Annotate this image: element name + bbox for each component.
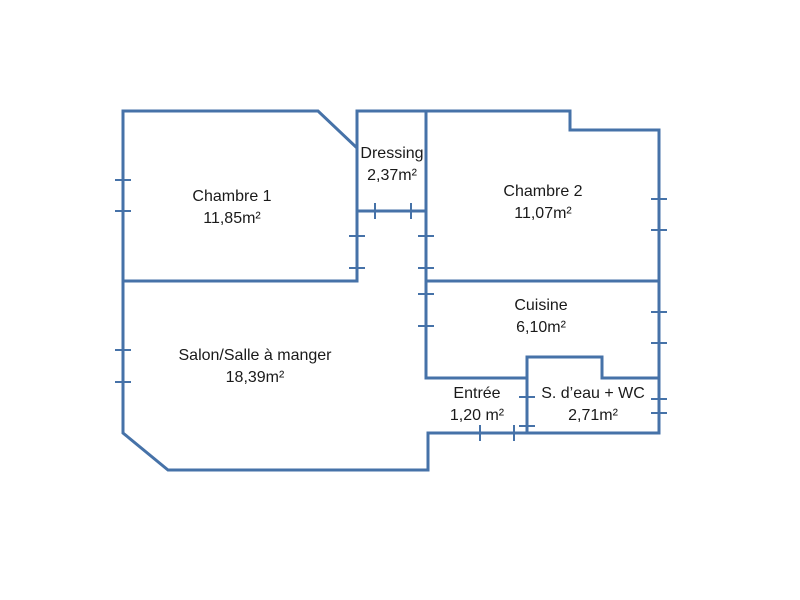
room-label-dressing: Dressing 2,37m² xyxy=(352,143,432,187)
room-name: Chambre 2 xyxy=(503,183,583,200)
room-label-salle-d-eau: S. d’eau + WC 2,71m² xyxy=(530,383,656,427)
room-label-entree: Entrée 1,20 m² xyxy=(437,383,517,427)
room-area: 2,37m² xyxy=(367,167,417,184)
room-name: S. d’eau + WC xyxy=(541,385,645,402)
room-area: 1,20 m² xyxy=(449,407,505,424)
room-label-chambre-1: Chambre 1 11,85m² xyxy=(172,186,292,230)
room-area: 18,39m² xyxy=(225,369,285,386)
room-name: Dressing xyxy=(360,145,424,162)
room-name: Chambre 1 xyxy=(192,188,272,205)
room-label-salon: Salon/Salle à manger 18,39m² xyxy=(155,345,355,389)
room-area: 11,85m² xyxy=(203,210,261,227)
room-name: Salon/Salle à manger xyxy=(178,347,332,364)
room-label-chambre-2: Chambre 2 11,07m² xyxy=(483,181,603,225)
room-name: Cuisine xyxy=(514,297,568,314)
wall-salle-d-eau xyxy=(525,355,661,435)
room-area: 6,10m² xyxy=(516,319,566,336)
room-name: Entrée xyxy=(453,385,501,402)
room-label-cuisine: Cuisine 6,10m² xyxy=(491,295,591,339)
room-area: 11,07m² xyxy=(514,205,572,222)
door-markers xyxy=(115,179,667,441)
room-area: 2,71m² xyxy=(568,407,618,424)
exterior-wall xyxy=(121,109,661,472)
